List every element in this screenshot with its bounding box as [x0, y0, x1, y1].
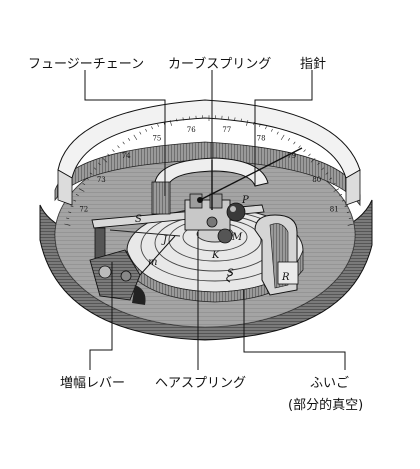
dial-number: 74: [122, 152, 131, 160]
letter-s: S: [135, 214, 142, 225]
dial-number: 81: [330, 206, 339, 214]
label-bellows: ふいご: [310, 372, 349, 391]
dial-number: 75: [152, 135, 161, 143]
label-bellows-note: (部分的真空): [288, 394, 363, 413]
letter-k: K: [211, 250, 220, 261]
letter-j: J: [161, 235, 168, 246]
dial-number: 77: [222, 126, 231, 134]
dial-tick: [158, 124, 159, 127]
dial-tick: [299, 146, 301, 148]
dial-tick: [308, 154, 310, 156]
dial-tick: [288, 138, 290, 141]
dial-tick: [118, 146, 120, 148]
dial-tick: [112, 150, 114, 152]
letter-s2: S: [227, 268, 234, 279]
letter-m: M: [231, 232, 243, 243]
dial-number: 78: [257, 135, 266, 143]
dial-tick: [271, 129, 272, 132]
dial-number: 73: [97, 176, 106, 184]
label-curve-spring: カーブスプリング: [168, 53, 271, 72]
dial-tick: [128, 138, 130, 141]
letter-r: R: [281, 272, 290, 283]
label-pointer: 指針: [300, 53, 326, 72]
dial-number: 80: [312, 176, 321, 184]
dial-tick: [294, 142, 296, 144]
dial-tick: [277, 132, 278, 135]
dial-tick: [123, 142, 125, 144]
label-amplifying-lever: 増幅レバー: [60, 372, 125, 391]
dial-tick: [134, 135, 137, 140]
dial-tick: [146, 129, 147, 132]
dial-tick: [304, 150, 306, 152]
label-fusee-chain: フュージーチェーン: [28, 53, 144, 72]
dial-number: 76: [187, 126, 196, 134]
letter-m-small: m: [148, 257, 157, 268]
dial-tick: [265, 126, 266, 129]
letter-p: P: [241, 195, 249, 206]
dial-tick: [152, 126, 153, 129]
dial-number: 72: [79, 206, 88, 214]
label-hairspring: ヘアスプリング: [155, 372, 246, 391]
dial-tick: [140, 132, 141, 135]
dial-tick: [281, 135, 284, 140]
